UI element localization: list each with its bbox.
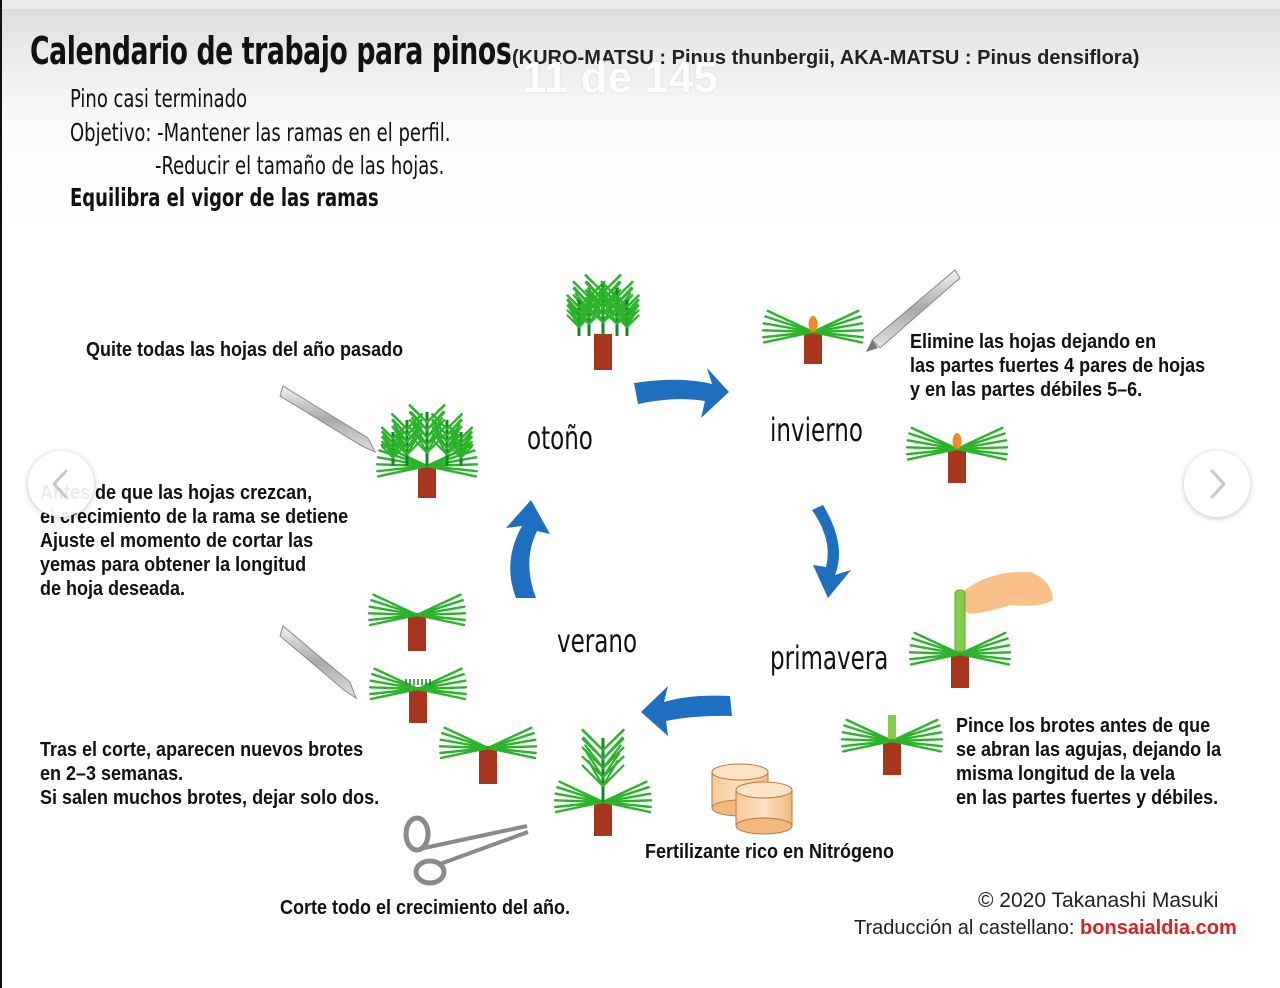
header-band <box>0 0 1280 230</box>
header-line: Pino casi terminado <box>70 84 248 113</box>
season-label-otono: otoño <box>527 419 593 457</box>
note-corte: Corte todo el crecimiento del año. <box>280 897 571 919</box>
note-pince: Pince los brotes antes de que se abran l… <box>956 714 1221 810</box>
note-tras: Tras el corte, aparecen nuevos brotes en… <box>40 738 379 810</box>
pine-tree-icon <box>553 728 653 836</box>
note-line: de hoja deseada. <box>40 578 186 600</box>
next-button[interactable] <box>1184 451 1250 517</box>
slide-counter: 11 de 145 <box>522 53 718 102</box>
arrow-invierno-primavera <box>812 505 851 598</box>
credit-link[interactable]: bonsaialdia.com <box>1080 917 1237 939</box>
note-line: las partes fuertes 4 pares de hojas <box>910 355 1206 377</box>
hand-icon <box>961 571 1053 614</box>
species-subtitle: (KURO-MATSU : Pinus thunbergii, AKA-MATS… <box>512 47 1140 69</box>
note-quite: Quite todas las hojas del año pasado <box>86 339 404 361</box>
chevron-left-icon <box>52 469 68 499</box>
note-line: Pince los brotes antes de que <box>956 715 1211 737</box>
chevron-right-icon <box>1210 469 1226 499</box>
pine-tree-icon <box>566 274 640 370</box>
note-line: Antes de que las hojas crezcan, <box>40 482 313 504</box>
season-label-primavera: primavera <box>770 639 889 677</box>
tweezers-icon <box>279 625 358 700</box>
pine-tree-icon <box>367 593 467 651</box>
page-title: Calendario de trabajo para pinos <box>30 29 512 73</box>
note-line: misma longitud de la vela <box>956 763 1176 785</box>
pine-tree-icon <box>368 667 468 723</box>
pine-tree-icon <box>761 309 865 364</box>
top-edge <box>0 0 1280 9</box>
note-line: en 2–3 semanas. <box>40 763 184 785</box>
header-line: Objetivo: -Mantener las ramas en el perf… <box>70 118 451 147</box>
pine-tree-icon <box>905 426 1009 483</box>
pine-tree-icon <box>840 715 944 775</box>
tweezers-icon <box>279 385 377 454</box>
note-line: se abran las agujas, dejando la <box>956 739 1222 761</box>
note-line: y en las partes débiles 5–6. <box>910 379 1143 401</box>
arrow-verano-otono <box>506 500 550 598</box>
left-edge <box>0 0 2 988</box>
note-antes: Antes de que las hojas crezcan, el creci… <box>40 481 348 601</box>
note-line: en las partes fuertes y débiles. <box>956 787 1219 809</box>
pine-tree-icon <box>375 404 479 498</box>
header-line: -Reducir el tamaño de las hojas. <box>155 151 445 180</box>
season-label-verano: verano <box>557 622 638 660</box>
note-line: Si salen muchos brotes, dejar solo dos. <box>40 787 380 809</box>
season-label-invierno: invierno <box>770 411 863 449</box>
note-elimine: Elimine las hojas dejando en las partes … <box>910 330 1205 402</box>
previous-button[interactable] <box>28 451 94 517</box>
fertilizer-icon <box>711 763 793 835</box>
pine-tree-icon <box>438 726 538 784</box>
credit-prefix: Traducción al castellano: <box>854 917 1081 939</box>
note-fertilizante: Fertilizante rico en Nitrógeno <box>645 841 895 863</box>
scissors-icon <box>403 815 529 886</box>
copyright: © 2020 Takanashi Masuki <box>978 889 1219 912</box>
note-line: Tras el corte, aparecen nuevos brotes <box>40 739 364 761</box>
note-line: yemas para obtener la longitud <box>40 554 307 576</box>
note-line: Ajuste el momento de cortar las <box>40 530 314 552</box>
arrow-primavera-verano <box>641 686 732 736</box>
tweezers-icon <box>866 269 961 352</box>
note-line: Elimine las hojas dejando en <box>910 331 1157 353</box>
header-line: Equilibra el vigor de las ramas <box>70 183 379 212</box>
translation-credit: Traducción al castellano: bonsaialdia.co… <box>854 918 1237 938</box>
arrow-otono-invierno <box>634 368 729 418</box>
note-line: el crecimiento de la rama se detiene <box>40 506 349 528</box>
pine-tree-icon <box>908 589 1012 688</box>
